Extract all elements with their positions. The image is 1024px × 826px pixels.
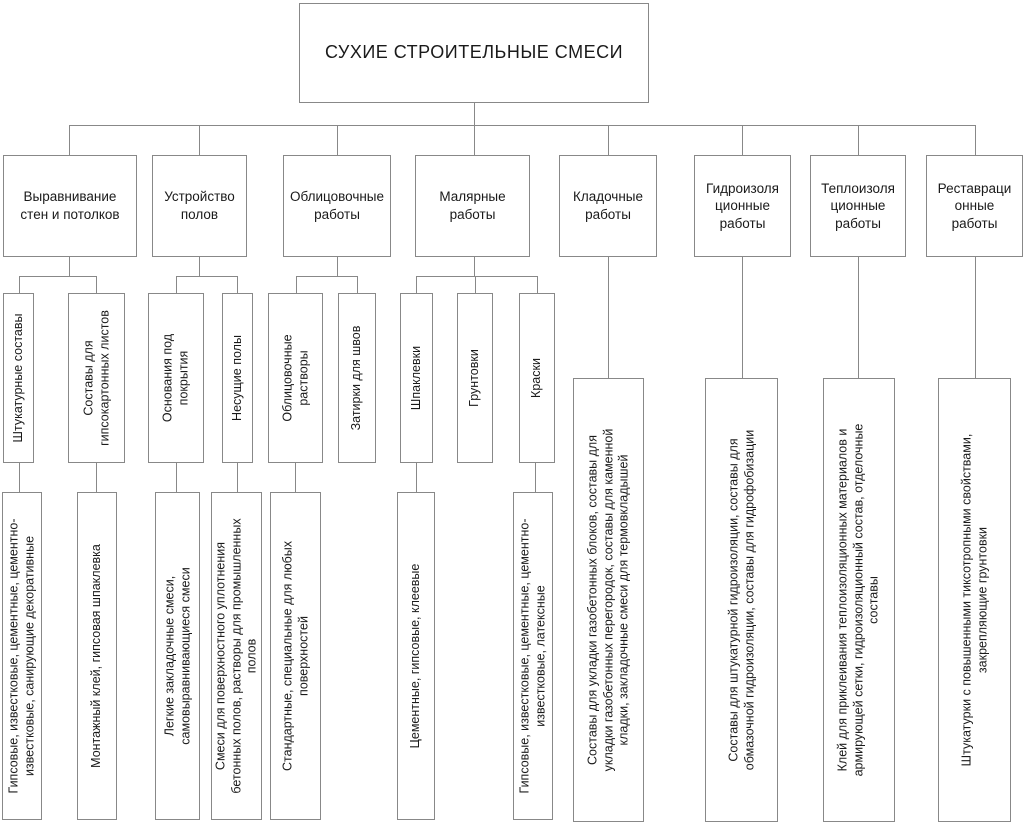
connector-line xyxy=(337,125,338,155)
connector-line xyxy=(416,276,538,277)
branch-leveling-walls-ceilings: Выравнивание стен и потолков xyxy=(3,155,137,257)
connector-line xyxy=(416,276,417,293)
connector-line xyxy=(199,125,200,155)
root-node: СУХИЕ СТРОИТЕЛЬНЫЕ СМЕСИ xyxy=(299,3,649,103)
connector-line xyxy=(357,276,358,293)
leaf-restoration-plasters: Штукатурки с повышенными тиксотропными с… xyxy=(938,378,1011,822)
branch-restoration-works: Реставраци онные работы xyxy=(926,155,1023,257)
connector-line xyxy=(474,125,475,155)
leaf-putty-types: Цементные, гипсовые, клеевые xyxy=(397,492,435,820)
branch-masonry-works: Кладочные работы xyxy=(559,155,657,257)
connector-line xyxy=(858,125,859,155)
connector-line xyxy=(608,125,609,155)
connector-line xyxy=(199,257,200,276)
branch-waterproofing-works: Гидроизоля ционные работы xyxy=(694,155,791,257)
connector-line xyxy=(176,463,177,492)
node-facing-mortars: Облицовочные растворы xyxy=(268,293,323,463)
branch-floor-installation: Устройство полов xyxy=(152,155,247,257)
connector-line xyxy=(295,463,296,492)
node-putties: Шпаклевки xyxy=(400,293,433,463)
leaf-drywall-glue: Монтажный клей, гипсовая шпаклевка xyxy=(77,492,117,820)
connector-line xyxy=(69,125,976,126)
connector-line xyxy=(742,257,743,378)
node-coating-bases: Основания под покрытия xyxy=(148,293,204,463)
connector-line xyxy=(475,276,476,293)
leaf-thermal-insulation-glue: Клей для приклеивания теплоизоляционных … xyxy=(823,378,895,822)
connector-line xyxy=(19,276,97,277)
node-load-bearing-floors: Несущие полы xyxy=(222,293,253,463)
leaf-waterproofing-compounds: Составы для штукатурной гидроизоляции, с… xyxy=(705,378,778,822)
connector-line xyxy=(858,257,859,378)
connector-line xyxy=(975,125,976,155)
connector-line xyxy=(537,276,538,293)
node-joint-grouts: Затирки для швов xyxy=(338,293,376,463)
node-paints: Краски xyxy=(519,293,555,463)
connector-line xyxy=(975,257,976,378)
node-drywall-sheet-compounds: Составы для гипсокартонных листов xyxy=(68,293,125,463)
connector-line xyxy=(176,276,238,277)
connector-line xyxy=(176,276,177,293)
connector-line xyxy=(416,463,417,492)
connector-line xyxy=(96,276,97,293)
connector-line xyxy=(96,463,97,492)
branch-facing-works: Облицовочные работы xyxy=(283,155,391,257)
node-plaster-compounds: Штукатурные составы xyxy=(3,293,34,463)
connector-line xyxy=(237,276,238,293)
leaf-masonry-compounds: Составы для укладки газобетонных блоков,… xyxy=(573,378,644,822)
connector-line xyxy=(535,463,536,492)
connector-line xyxy=(608,257,609,378)
connector-line xyxy=(474,257,475,276)
connector-line xyxy=(296,276,297,293)
leaf-facing-types: Стандартные, специальные для любых повер… xyxy=(270,492,321,820)
leaf-plaster-types: Гипсовые, известковые, цементные, цемент… xyxy=(2,492,42,820)
branch-painting-works: Малярные работы xyxy=(415,155,530,257)
connector-line xyxy=(474,103,475,125)
connector-line xyxy=(69,257,70,276)
leaf-base-mixes: Легкие закладочные смеси, самовыравниваю… xyxy=(155,492,200,820)
connector-line xyxy=(69,125,70,155)
connector-line xyxy=(296,276,358,277)
connector-line xyxy=(237,463,238,492)
leaf-paint-types: Гипсовые, известковые, цементные, цемент… xyxy=(513,492,553,820)
node-primers: Грунтовки xyxy=(457,293,493,463)
branch-thermal-insulation-works: Теплоизоля ционные работы xyxy=(810,155,906,257)
connector-line xyxy=(742,125,743,155)
connector-line xyxy=(19,463,20,492)
leaf-floor-compaction-mixes: Смеси для поверхностного уплотнения бето… xyxy=(211,492,262,820)
connector-line xyxy=(337,257,338,276)
connector-line xyxy=(19,276,20,293)
